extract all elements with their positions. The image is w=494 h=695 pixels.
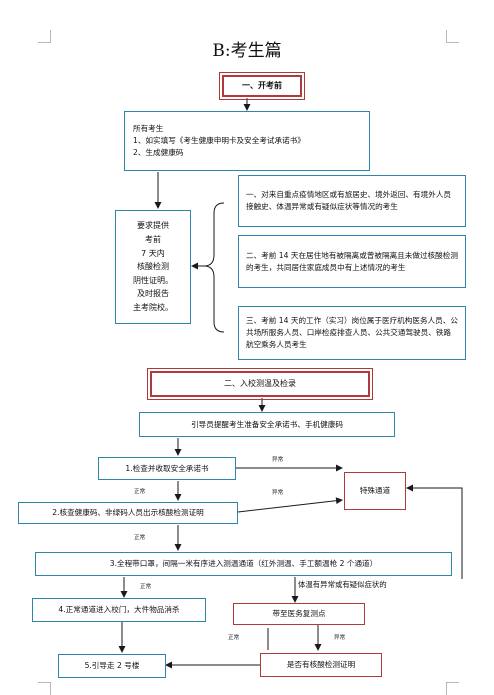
node-step-1: 1.检查并收取安全承诺书 (98, 457, 236, 480)
requirement-line: 7 天内 (141, 248, 165, 258)
all-examinees-line1: 1、如实填写《考生健康申明卡及安全考试承诺书》 (133, 136, 305, 145)
page-corner-mark (38, 682, 51, 695)
node-medical-recheck: 带至医务复测点 (233, 603, 365, 625)
category-1-text: 一、对来自重点疫情地区或有旅居史、境外返回、有境外人员接触史、体温异常或有疑似症… (246, 190, 452, 211)
node-all-examinees: 所有考生 1、如实填写《考生健康申明卡及安全考试承诺书》 2、生成健康码 (124, 111, 370, 171)
nucleic-proof-text: 是否有核酸检测证明 (286, 660, 356, 669)
medical-recheck-text: 带至医务复测点 (272, 609, 326, 618)
requirement-line: 阴性证明。 (133, 275, 173, 285)
node-step-3: 3.全程带口罩，间隔一米有序进入测温通道（红外测温、手工额温枪 2 个通道） (35, 552, 452, 576)
edge-label-normal: 正常 (228, 635, 240, 641)
arrow-nucleic-to-special (406, 484, 463, 579)
step-5-text: 5.引导走 2 号楼 (84, 661, 140, 670)
requirement-line: 要求提供 (137, 221, 169, 231)
edge-label-abnormal: 异常 (334, 635, 346, 641)
edge-label-abnormal: 异常 (272, 490, 284, 496)
requirement-line: 考前 (145, 235, 161, 245)
page-corner-mark (446, 30, 459, 43)
page-corner-mark (38, 30, 51, 43)
guide-reminder-text: 引导员提醒考生准备安全承诺书、手机健康码 (191, 419, 343, 429)
node-category-2: 二、考前 14 天在居住地有被隔离或曾被隔离且未做过核酸检测的考生，共同居住家庭… (238, 235, 466, 288)
page-corner-mark (446, 682, 459, 695)
edge-label-normal: 正常 (134, 489, 146, 495)
node-special-channel: 特殊通道 (344, 472, 406, 510)
node-requirement: 要求提供 考前 7 天内 核酸检测 阴性证明。 及时报告 主考院校。 (115, 210, 191, 324)
arrow-step2-to-special (237, 497, 343, 513)
edge-label-normal: 正常 (134, 535, 146, 541)
section-entry-check: 二、入校测温及检录 (147, 368, 373, 400)
special-channel-text: 特殊通道 (359, 486, 391, 495)
step-3-text: 3.全程带口罩，间隔一米有序进入测温通道（红外测温、手工额温枪 2 个通道） (109, 559, 378, 568)
section-entry-check-label: 二、入校测温及检录 (224, 379, 296, 388)
step-1-text: 1.检查并收取安全承诺书 (125, 463, 209, 473)
edge-label-abnormal: 异常 (272, 457, 284, 463)
node-category-3: 三、考前 14 天的工作（实习）岗位属于医疗机构医务人员、公共场所服务人员、口岸… (238, 306, 466, 360)
step-4-text: 4.正常通道进入校门，大件物品消杀 (58, 605, 180, 614)
requirement-line: 主考院校。 (133, 302, 173, 312)
section-pre-exam-label: 一、开考前 (242, 81, 282, 90)
node-nucleic-proof: 是否有核酸检测证明 (260, 653, 382, 677)
node-step-2: 2.核查健康码、非绿码人员出示核酸检测证明 (18, 502, 238, 524)
category-3-text: 三、考前 14 天的工作（实习）岗位属于医疗机构医务人员、公共场所服务人员、口岸… (246, 316, 458, 349)
brace-categories (203, 202, 225, 333)
requirement-line: 核酸检测 (137, 262, 169, 272)
edge-label-normal: 正常 (140, 584, 152, 590)
page-title: B:考生篇 (212, 41, 282, 61)
node-step-5: 5.引导走 2 号楼 (58, 654, 166, 678)
node-step-4: 4.正常通道进入校门，大件物品消杀 (32, 598, 206, 622)
node-guide-reminder: 引导员提醒考生准备安全承诺书、手机健康码 (139, 412, 395, 437)
requirement-line: 及时报告 (137, 289, 169, 299)
all-examinees-line2: 2、生成健康码 (133, 148, 184, 157)
edge-label-temperature-note: 体温有异常或有疑似症状的 (298, 580, 387, 589)
step-2-text: 2.核查健康码、非绿码人员出示核酸检测证明 (52, 508, 204, 517)
section-pre-exam: 一、开考前 (219, 72, 305, 100)
all-examinees-heading: 所有考生 (133, 124, 164, 133)
category-2-text: 二、考前 14 天在居住地有被隔离或曾被隔离且未做过核酸检测的考生，共同居住家庭… (246, 250, 458, 272)
node-category-1: 一、对来自重点疫情地区或有旅居史、境外返回、有境外人员接触史、体温异常或有疑似症… (238, 175, 466, 227)
